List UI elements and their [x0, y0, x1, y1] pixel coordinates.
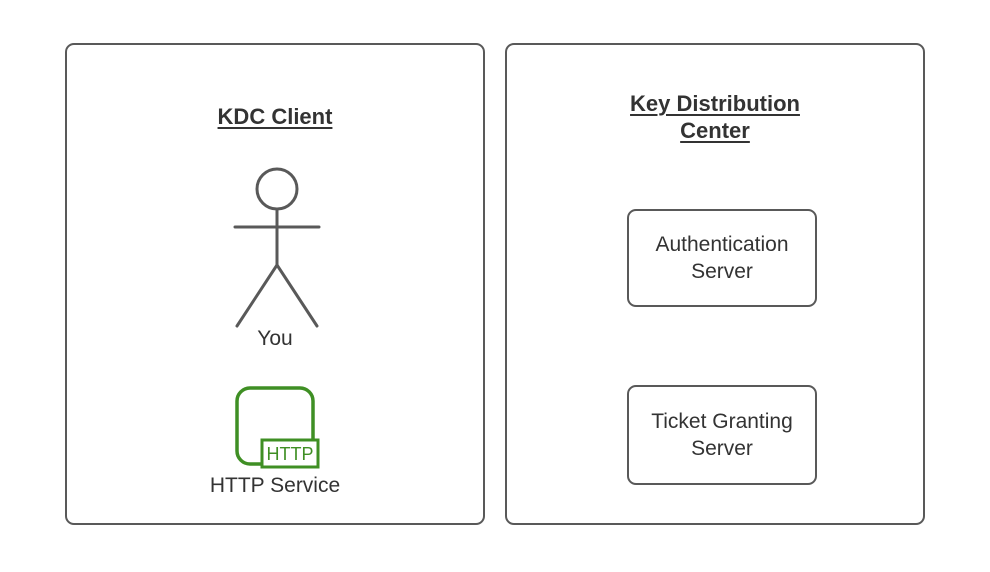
person-right-leg: [275, 263, 319, 328]
http-badge: [260, 438, 320, 469]
http-service-label: HTTP Service: [209, 474, 341, 497]
actor-label: You: [257, 327, 293, 350]
kdc-client-title: KDC Client: [217, 104, 333, 129]
person-left-leg: [235, 263, 279, 328]
person-head: [255, 167, 299, 211]
kdc-client-panel: KDC Client You HTTP HTTP Service: [65, 43, 485, 525]
authentication-server-box: Authentication Server: [627, 209, 817, 307]
person-icon: [233, 167, 321, 328]
key-distribution-center-panel: Key Distribution Center Authentication S…: [505, 43, 925, 525]
http-service-icon: HTTP: [235, 386, 320, 469]
key-distribution-center-title: Key Distribution Center: [630, 91, 800, 143]
http-badge-label: HTTP: [267, 444, 314, 464]
ticket-granting-server-box: Ticket Granting Server: [627, 385, 817, 485]
